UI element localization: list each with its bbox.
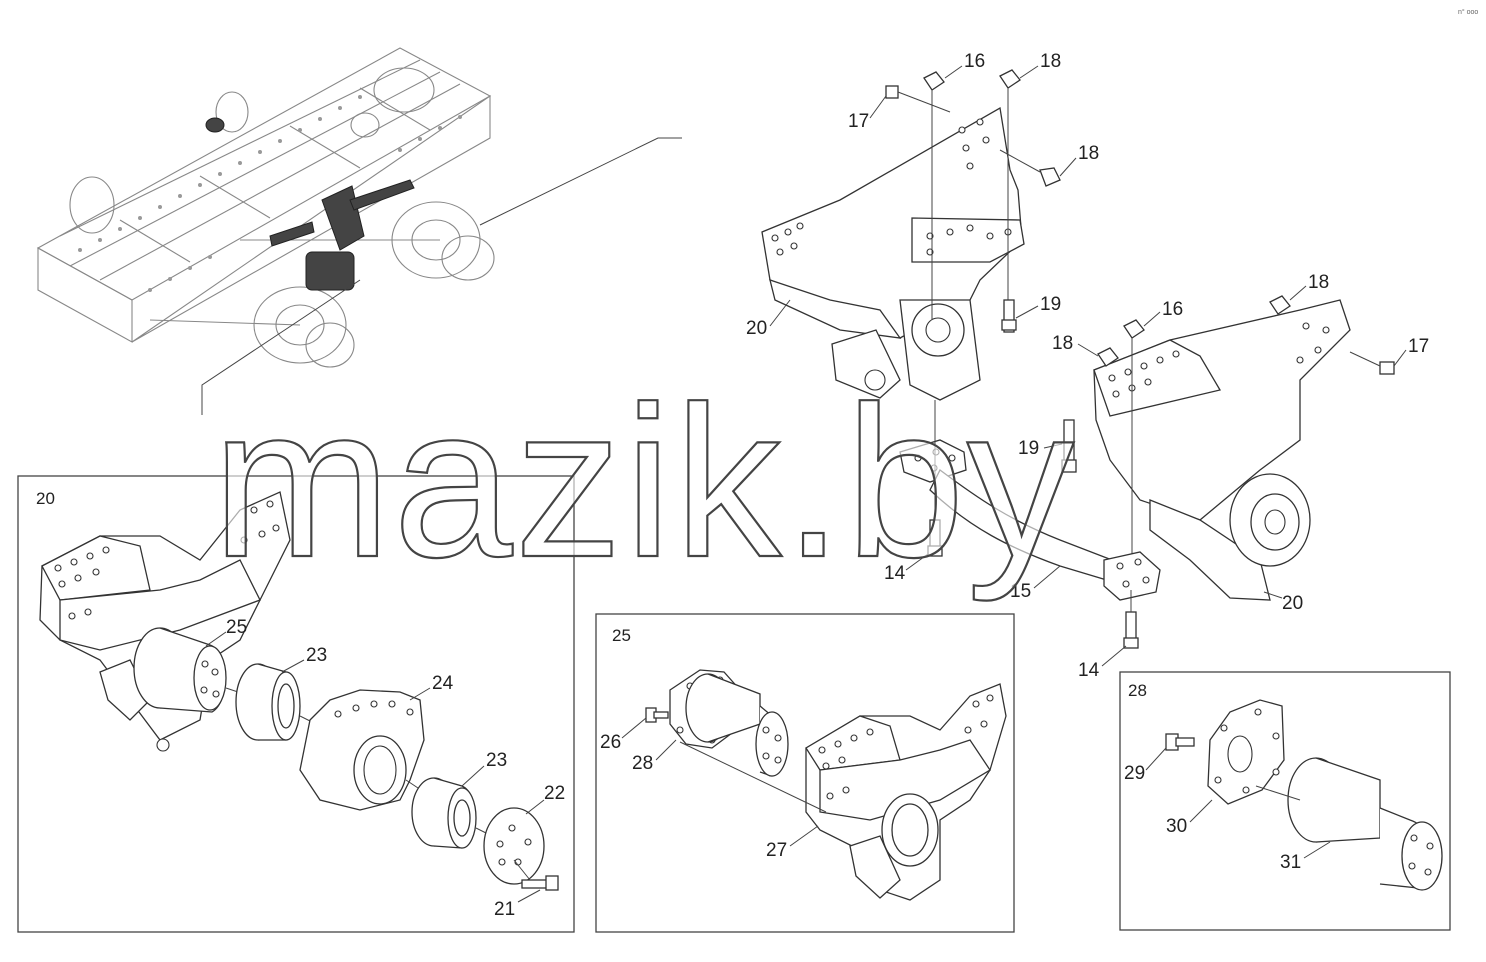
callout-19b: 19 (1018, 438, 1039, 459)
fasteners-right (1061, 295, 1395, 560)
callout-15: 15 (1010, 581, 1031, 602)
callout-26: 26 (600, 732, 621, 753)
callout-18b: 18 (1078, 143, 1099, 164)
callout-14b: 14 (1078, 660, 1100, 681)
callout-18a: 18 (1040, 51, 1061, 72)
panel-20-label: 20 (36, 489, 55, 508)
callout-30: 30 (1166, 816, 1187, 837)
cross-tube (899, 439, 1161, 601)
watermark: mazik.by (212, 361, 1076, 602)
callout-19a: 19 (1040, 294, 1061, 315)
callout-18d: 18 (1308, 272, 1329, 293)
panel-28: 28 29 30 31 (1119, 671, 1451, 931)
callout-17a: 17 (848, 111, 869, 132)
callout-14a: 14 (884, 563, 906, 584)
bracket-lower-right (1093, 299, 1351, 601)
callout-29: 29 (1124, 763, 1145, 784)
panel-25-label: 25 (612, 626, 631, 645)
panel-20: 20 (17, 475, 575, 933)
callout-23a: 23 (306, 645, 327, 666)
chassis-overview (36, 47, 682, 415)
panel-28-label: 28 (1128, 681, 1147, 700)
bracket-upper-left (761, 106, 1025, 401)
callout-16a: 16 (964, 51, 985, 72)
callout-24: 24 (432, 673, 454, 694)
callout-23b: 23 (486, 750, 507, 771)
callout-28: 28 (632, 753, 653, 774)
callout-22: 22 (544, 783, 565, 804)
fasteners-upper (885, 69, 1061, 333)
corner-mark: n° ooo (1458, 8, 1478, 16)
main-exploded-view: 16 18 17 18 20 19 16 18 18 17 19 14 15 2… (746, 51, 1429, 681)
callout-27: 27 (766, 840, 787, 861)
callout-25: 25 (226, 617, 247, 638)
callout-20a: 20 (746, 318, 767, 339)
callout-17b: 17 (1408, 336, 1429, 357)
panel-25: 25 26 28 27 (595, 613, 1015, 933)
callout-31: 31 (1280, 852, 1301, 873)
callout-18c: 18 (1052, 333, 1073, 354)
callout-21: 21 (494, 899, 515, 920)
callout-16b: 16 (1162, 299, 1183, 320)
callout-20b: 20 (1282, 593, 1303, 614)
